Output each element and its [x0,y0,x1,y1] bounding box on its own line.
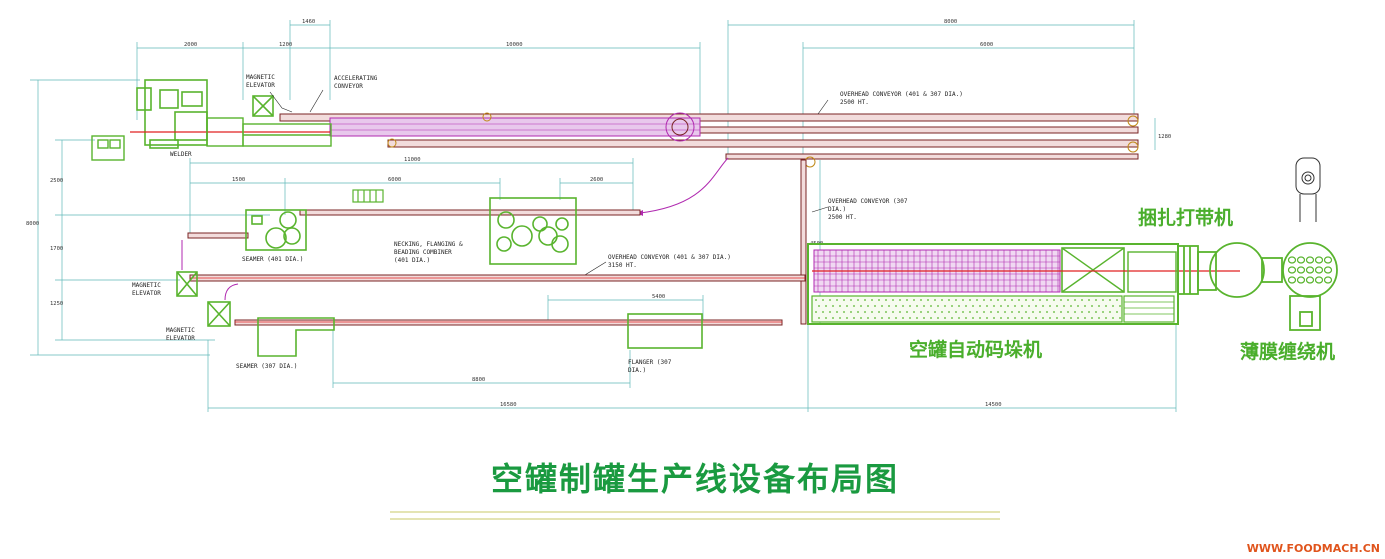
forklift-device [1295,157,1321,222]
label-magnetic-elevator-1a: MAGNETIC [246,74,275,81]
dim-top-left: 2000 [184,42,197,48]
dimension-values: 2000 1200 1460 10000 8000 6000 1280 1100… [26,19,1171,408]
label-overhead-mid-b: 3150 HT. [608,262,637,269]
label-magnetic-elevator-3b: ELEVATOR [166,335,195,342]
label-seamer-307: SEAMER (307 DIA.) [236,363,297,370]
conveyor-module-1 [206,117,332,147]
dimension-lines [30,20,1177,412]
mid-conveyor [187,209,806,326]
dim-bottom-c: 14500 [985,402,1002,408]
necking-combiner-machine [489,197,577,265]
seamer-307-machine [257,317,335,357]
magnetic-elevator-low [207,283,239,327]
label-overhead-mid-a: OVERHEAD CONVEYOR (401 & 307 DIA.) [608,254,731,261]
dim-top-right-inner: 6000 [980,42,993,48]
dim-right-vertical: 1280 [1158,134,1171,140]
label-flanger-a: FLANGER (307 [628,359,672,366]
leader-lines-top [269,89,829,279]
label-overhead-top-a: OVERHEAD CONVEYOR (401 & 307 DIA.) [840,91,963,98]
label-magnetic-elevator-3a: MAGNETIC [166,327,195,334]
strapping-machine [1177,245,1217,295]
label-necking-b: BEADING COMBINER [394,249,452,256]
label-overhead-top-b: 2500 HT. [840,99,869,106]
dim-bottom-a: 8800 [472,377,485,383]
label-film-wrapper: 薄膜缠绕机 [1240,340,1335,363]
page-title: 空罐制罐生产线设备布局图 [491,460,899,498]
magnetic-elevator-mid [176,240,198,297]
dim-mid-c: 2600 [590,177,603,183]
dim-top-mid2: 1460 [302,19,315,25]
dim-left-a: 2500 [50,178,63,184]
side-cabinet [91,135,125,161]
dim-mid-b: 6000 [388,177,401,183]
magnetic-elevator-top [252,95,274,117]
label-palletizer: 空罐自动码垛机 [909,338,1042,361]
label-strapping-machine: 捆扎打带机 [1138,206,1233,229]
dim-top-right-outer: 8000 [944,19,957,25]
turntable [1209,242,1283,298]
label-magnetic-elevator-2a: MAGNETIC [132,282,161,289]
label-magnetic-elevator-1b: ELEVATOR [246,82,275,89]
label-overhead-307-c: 2500 HT. [828,214,857,221]
dim-left-c: 1250 [50,301,63,307]
dim-left-b: 1700 [50,246,63,252]
dim-mid-span: 11000 [404,157,421,163]
label-accelerating-a: ACCELERATING [334,75,378,82]
dim-bottom-b: 16580 [500,402,517,408]
palletizer-machine [807,243,1240,325]
control-panel-mid [352,189,384,203]
label-necking-c: (401 DIA.) [394,257,430,264]
watermark-url: WWW.FOODMACH.CN [1247,542,1380,555]
label-flanger-b: DIA.) [628,367,646,374]
dim-mid-a: 1500 [232,177,245,183]
dim-left-total: 8000 [26,221,39,227]
dim-flanger: 5400 [652,294,665,300]
label-welder: WELDER [170,151,192,158]
top-overhead-conveyors [279,112,1139,325]
dim-top-long: 10000 [506,42,523,48]
seamer-401-machine [245,209,307,251]
label-magnetic-elevator-2b: ELEVATOR [132,290,161,297]
flanger-307-machine [627,313,703,349]
label-overhead-307-b: DIA.) [828,206,846,213]
label-accelerating-b: CONVEYOR [334,83,363,90]
dim-top-mid1: 1200 [279,42,292,48]
label-necking-a: NECKING, FLANGING & [394,241,463,248]
label-overhead-307-a: OVERHEAD CONVEYOR (307 [828,198,908,205]
label-seamer-401: SEAMER (401 DIA.) [242,256,303,263]
film-wrapper-machine [1282,242,1338,331]
